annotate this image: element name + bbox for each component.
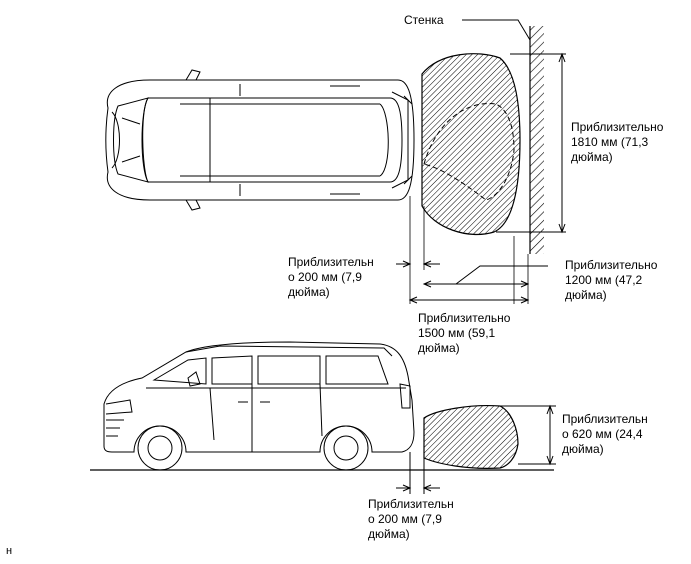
wall-label: Стенка bbox=[404, 13, 444, 27]
top-beam-pattern bbox=[421, 53, 521, 236]
offset-200-bottom-label: Приблизительн о 200 мм (7,9 дюйма) bbox=[368, 497, 454, 541]
side-beam-pattern bbox=[423, 405, 519, 469]
dimension-1810 bbox=[496, 52, 566, 234]
length-1200-label: Приблизительно 1200 мм (47,2 дюйма) bbox=[565, 258, 658, 302]
dimension-1500 bbox=[408, 296, 530, 304]
width-1810-label: Приблизительно 1810 мм (71,3 дюйма) bbox=[571, 120, 664, 164]
dimension-200-top bbox=[396, 260, 440, 268]
height-620-label: Приблизительн о 620 мм (24,4 дюйма) bbox=[562, 412, 648, 456]
dimension-1200 bbox=[422, 265, 548, 288]
offset-200-top-label: Приблизительн о 200 мм (7,9 дюйма) bbox=[288, 255, 374, 299]
wall bbox=[529, 26, 544, 254]
dimension-620 bbox=[500, 404, 556, 466]
corner-mark: н bbox=[6, 545, 13, 557]
length-1500-label: Приблизительно 1500 мм (59,1 дюйма) bbox=[418, 311, 511, 355]
dimension-extension-lines bbox=[409, 196, 529, 304]
dimension-200-bottom bbox=[396, 452, 440, 494]
vehicle-side-view bbox=[103, 341, 415, 471]
wall-leader bbox=[462, 19, 531, 41]
vehicle-top-view bbox=[105, 69, 415, 211]
